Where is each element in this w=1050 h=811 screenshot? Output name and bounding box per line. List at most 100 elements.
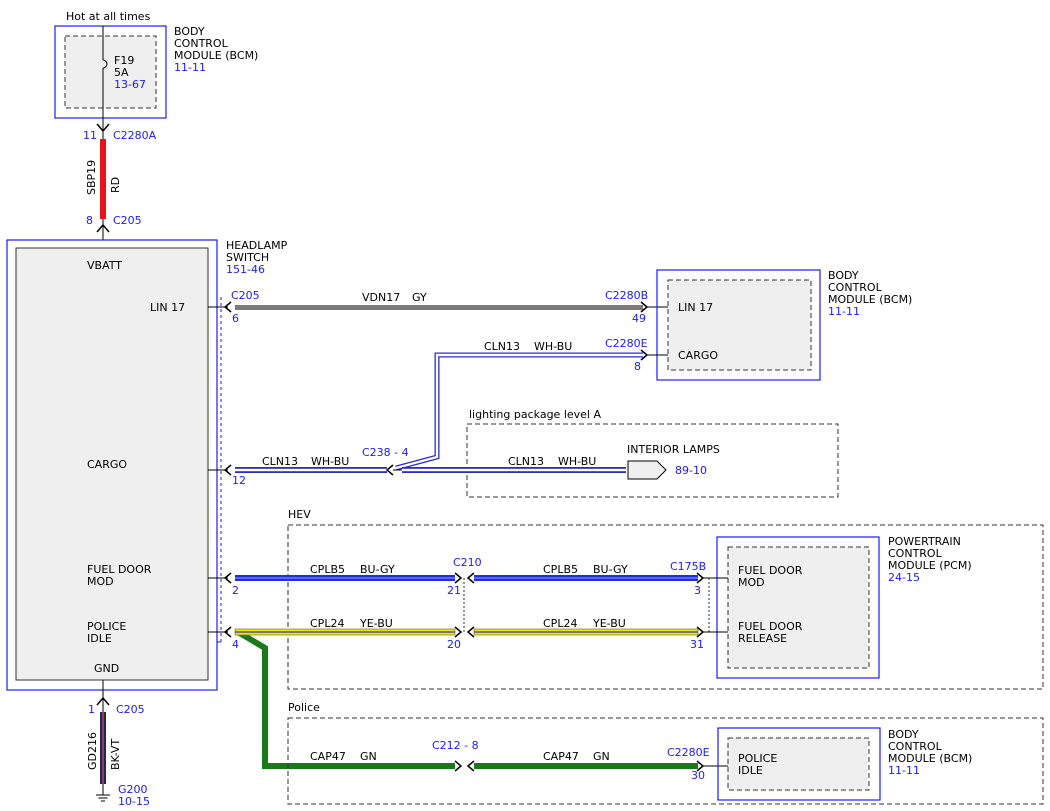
bcm-bottom-line2: CONTROL bbox=[888, 740, 943, 753]
fuse-icon bbox=[102, 59, 108, 69]
bcm-top-line3: MODULE (BCM) bbox=[828, 293, 912, 306]
interior-lamps-ref: 89-10 bbox=[675, 464, 707, 477]
bcm-bottom-pin-1: POLICE bbox=[738, 752, 777, 765]
fuel-conn-right: C175B bbox=[670, 560, 706, 573]
cap-color: GN bbox=[360, 750, 377, 763]
lin-conn-left: C205 bbox=[231, 289, 260, 302]
switch-fuel-2: MOD bbox=[87, 575, 114, 588]
ground-name: G200 bbox=[118, 783, 148, 796]
ground-pin: 1 bbox=[88, 703, 95, 716]
hev-group: HEV FUEL DOOR MOD FUEL DOOR RELEASE POWE… bbox=[287, 508, 1044, 690]
ground-color: BK-VT bbox=[109, 739, 122, 770]
fuel-inline-conn: C210 bbox=[453, 556, 482, 569]
interior-lamps-label: INTERIOR LAMPS bbox=[627, 443, 720, 456]
bcm-top-line1: BODY bbox=[828, 269, 859, 282]
switch-police-1: POLICE bbox=[87, 620, 126, 633]
cap-circuit2: CAP47 bbox=[543, 750, 579, 763]
supply-label: Hot at all times bbox=[66, 10, 151, 23]
top-pin-top: 11 bbox=[83, 129, 97, 142]
fuse-name: F19 bbox=[114, 54, 134, 67]
ground-circuit: GD216 bbox=[86, 732, 99, 770]
bcm-top-lin: LIN 17 bbox=[678, 301, 713, 314]
top-conn-bottom: C205 bbox=[113, 214, 142, 227]
switch-title-1: HEADLAMP bbox=[226, 239, 288, 252]
pcm-line3: MODULE (PCM) bbox=[888, 559, 972, 572]
bcm-top-ref: 11-11 bbox=[828, 305, 860, 318]
switch-cargo: CARGO bbox=[87, 458, 127, 471]
cargo-up-conn: C2280E bbox=[605, 337, 648, 350]
cap-circuit: CAP47 bbox=[310, 750, 346, 763]
fuel-pin-left: 2 bbox=[232, 584, 239, 597]
wire-cargo-up: CLN13 WH-BU C2280E 8 bbox=[395, 337, 668, 471]
cargo-up-color: WH-BU bbox=[534, 340, 572, 353]
cargo-color: WH-BU bbox=[311, 455, 349, 468]
bcm-bottom-line3: MODULE (BCM) bbox=[888, 752, 972, 765]
fuel-color: BU-GY bbox=[360, 563, 395, 576]
fuel-pin-right: 3 bbox=[694, 584, 701, 597]
police-pin-right: 31 bbox=[690, 638, 704, 651]
top-conn-top: C2280A bbox=[113, 129, 157, 142]
switch-police-2: IDLE bbox=[87, 632, 112, 645]
lin-pin-left: 6 bbox=[232, 312, 239, 325]
pcm-mod-2: MOD bbox=[738, 576, 765, 589]
fuse-module-line2: CONTROL bbox=[174, 37, 229, 50]
lin-circuit: VDN17 bbox=[362, 291, 400, 304]
police-inline-pin: 20 bbox=[447, 638, 461, 651]
switch-fuel-1: FUEL DOOR bbox=[87, 563, 152, 576]
fuel-inline-pin: 21 bbox=[447, 584, 461, 597]
top-color: RD bbox=[109, 177, 122, 193]
lighting-color: WH-BU bbox=[558, 455, 596, 468]
pcm-rel-2: RELEASE bbox=[738, 632, 787, 645]
interior-lamps-connector-icon bbox=[627, 460, 667, 480]
cargo-splice: C238 - 4 bbox=[362, 446, 409, 459]
pcm-line1: POWERTRAIN bbox=[888, 535, 961, 548]
pcm-mod-1: FUEL DOOR bbox=[738, 564, 803, 577]
police-color: YE-BU bbox=[359, 617, 393, 630]
fuel-circuit2: CPLB5 bbox=[543, 563, 578, 576]
pcm-ref: 24-15 bbox=[888, 571, 920, 584]
bcm-bottom-ref: 11-11 bbox=[888, 764, 920, 777]
switch-lin17: LIN 17 bbox=[150, 301, 185, 314]
police-group: Police POLICE IDLE BODY CONTROL MODULE (… bbox=[287, 701, 1044, 805]
pcm-line2: CONTROL bbox=[888, 547, 943, 560]
police-label: Police bbox=[288, 701, 320, 714]
lin-pin-right: 49 bbox=[632, 312, 646, 325]
ground-wire: 1 C205 GD216 BK-VT G200 10-15 bbox=[86, 680, 150, 808]
bcm-top-line2: CONTROL bbox=[828, 281, 883, 294]
switch-title-2: SWITCH bbox=[226, 251, 269, 264]
wire-cargo: 12 CLN13 WH-BU C238 - 4 bbox=[223, 446, 626, 487]
wire-green bbox=[236, 629, 728, 772]
cap-color2: GN bbox=[593, 750, 610, 763]
cap-splice: C212 - 8 bbox=[432, 739, 479, 752]
cargo-circuit: CLN13 bbox=[262, 455, 298, 468]
switch-gnd: GND bbox=[94, 662, 119, 675]
police-color2: YE-BU bbox=[592, 617, 626, 630]
cargo-pin-left: 12 bbox=[232, 474, 246, 487]
wire-fuel-door: 2 CPLB5 BU-GY C210 21 CPLB5 BU-GY C175B … bbox=[223, 556, 728, 632]
bcm-top: LIN 17 CARGO BODY CONTROL MODULE (BCM) 1… bbox=[656, 269, 912, 381]
cap-conn-right: C2280E bbox=[667, 746, 710, 759]
lighting-package-group: lighting package level A INTERIOR LAMPS … bbox=[466, 408, 839, 498]
ground-icon bbox=[96, 794, 110, 802]
headlamp-switch: HEADLAMP SWITCH 151-46 VBATT LIN 17 CARG… bbox=[6, 239, 288, 691]
top-red-wire: 11 C2280A SBP19 RD 8 C205 bbox=[83, 123, 157, 240]
fuse-box: Hot at all times F19 5A 13-67 BODY CONTR… bbox=[54, 10, 258, 130]
switch-vbatt: VBATT bbox=[87, 259, 122, 272]
fuse-ref: 13-67 bbox=[114, 78, 146, 91]
fuel-color2: BU-GY bbox=[593, 563, 628, 576]
hev-label: HEV bbox=[288, 508, 311, 521]
wire-police-idle: 4 CPL24 YE-BU 20 CPL24 YE-BU 31 bbox=[223, 617, 728, 651]
fuse-module-ref: 11-11 bbox=[174, 61, 206, 74]
police-pin-left: 4 bbox=[232, 638, 239, 651]
wire-lin: C205 6 VDN17 GY C2280B 49 bbox=[223, 289, 668, 325]
cargo-up-pin: 8 bbox=[634, 360, 641, 373]
cap-pin-right: 30 bbox=[691, 769, 705, 782]
pcm-rel-1: FUEL DOOR bbox=[738, 620, 803, 633]
police-circuit: CPL24 bbox=[310, 617, 344, 630]
cargo-up-circuit: CLN13 bbox=[484, 340, 520, 353]
fuse-rating: 5A bbox=[114, 66, 129, 79]
bcm-bottom-line1: BODY bbox=[888, 728, 919, 741]
bcm-bottom-pin-2: IDLE bbox=[738, 764, 763, 777]
top-circuit: SBP19 bbox=[85, 160, 98, 195]
police-circuit2: CPL24 bbox=[543, 617, 577, 630]
